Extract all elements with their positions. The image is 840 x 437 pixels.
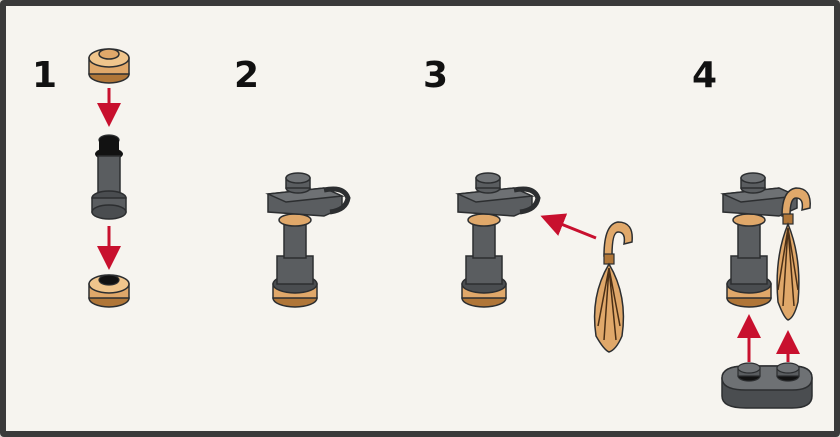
umbrella-piece [595, 222, 633, 352]
build-illustration [6, 6, 834, 431]
round-plate-bottom [89, 275, 129, 307]
base-plate-1x2 [722, 363, 812, 408]
round-plate-top [89, 49, 129, 83]
arrow-umbrella-to-clip [546, 218, 596, 238]
step-3-diagram [458, 173, 632, 352]
step-4-diagram [722, 173, 812, 408]
step-2-diagram [268, 173, 348, 307]
step-1-diagram [89, 49, 129, 307]
bar-column-piece [92, 135, 126, 219]
